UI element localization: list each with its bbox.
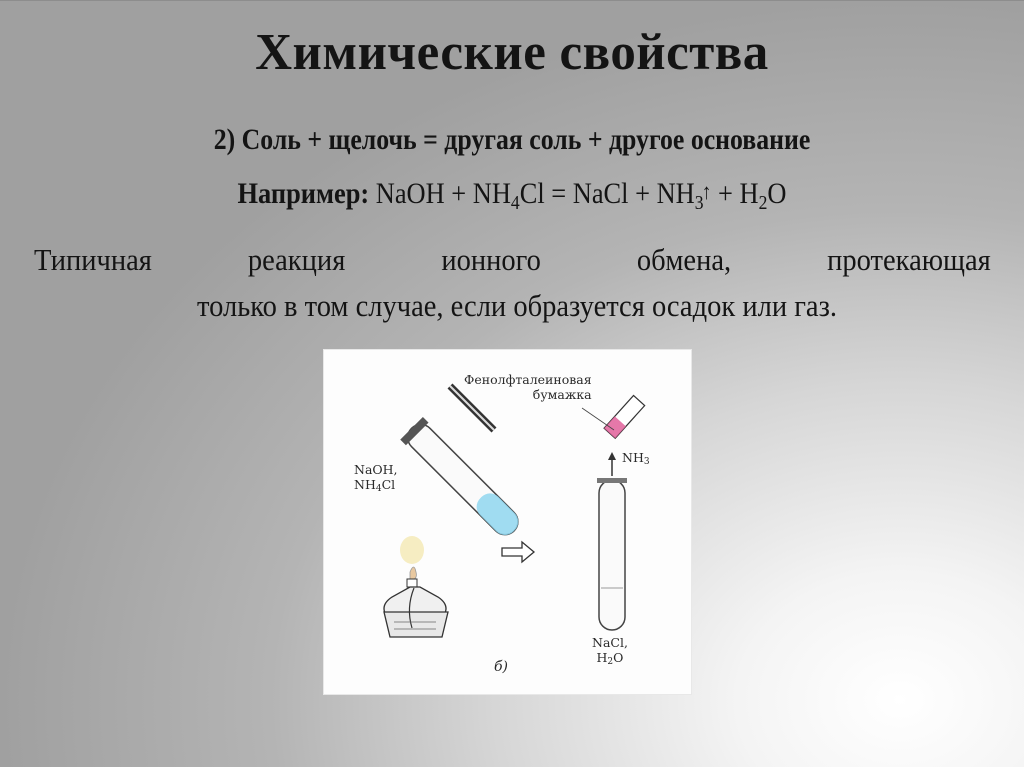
- label-line: Фенолфталеиновая: [464, 372, 592, 387]
- tilted-test-tube-icon: [400, 383, 519, 536]
- label-line: NaCl,: [592, 635, 628, 650]
- phenolphthalein-paper-icon: [603, 394, 646, 440]
- subscript: 3: [694, 192, 704, 214]
- description: Типичная реакция ионного обмена, протека…: [34, 237, 991, 329]
- word: реакция: [247, 242, 346, 277]
- word: ионного: [441, 242, 541, 277]
- word: Типичная: [34, 242, 152, 277]
- label-line: NaOH,: [354, 462, 398, 477]
- formula-part: NH: [656, 177, 695, 210]
- subscript: 4: [375, 484, 382, 494]
- formula-part: Cl: [381, 477, 396, 492]
- product-h2o: H2O: [739, 177, 787, 213]
- label-line: H2O: [592, 650, 628, 667]
- formula-part: H: [596, 650, 608, 665]
- description-line-1: Типичная реакция ионного обмена, протека…: [34, 237, 991, 283]
- product-nh3: NH3↑: [656, 177, 712, 213]
- plus-sign: +: [444, 177, 473, 210]
- word: протекающая: [827, 242, 991, 277]
- label-line: NH4Cl: [354, 477, 398, 494]
- subscript: 3: [643, 457, 650, 467]
- plus-sign: +: [628, 177, 657, 210]
- gas-arrow-icon: ↑: [701, 179, 712, 204]
- subscript: 4: [510, 192, 520, 214]
- formula-part: NH: [472, 177, 511, 210]
- example-prefix: Например:: [237, 177, 370, 210]
- formula-part: H: [739, 177, 759, 210]
- paper-label: Фенолфталеиновая бумажка: [464, 372, 592, 402]
- reactant-naoh: NaOH: [375, 177, 445, 210]
- slide-title: Химические свойства: [255, 24, 769, 81]
- paper-pointer-line: [581, 407, 615, 431]
- reactants-label: NaOH, NH4Cl: [354, 462, 398, 494]
- figure-caption: б): [494, 659, 509, 675]
- upright-test-tube-icon: [597, 478, 627, 631]
- formula-part: Cl: [519, 177, 545, 210]
- equals-sign: =: [544, 177, 573, 210]
- experiment-illustration: NaOH, NH4Cl Фенолфталеиновая бумажка NH3…: [323, 349, 692, 695]
- reaction-rule: 2) Соль + щелочь = другая соль + другое …: [213, 123, 811, 156]
- formula-part: O: [767, 177, 787, 210]
- flame-glow: [400, 536, 424, 564]
- formula-part: NH: [622, 450, 644, 465]
- process-arrow-icon: [501, 540, 536, 564]
- subscript: 2: [758, 192, 768, 214]
- product-nacl: NaCl: [572, 177, 629, 210]
- label-line: бумажка: [532, 387, 592, 402]
- plus-sign: +: [711, 177, 740, 210]
- example-equation: Например: NaOH + NH4Cl = NaCl + NH3↑ + H…: [61, 177, 962, 213]
- gas-up-arrow-icon: [608, 452, 616, 476]
- products-label: NaCl, H2O: [592, 635, 628, 667]
- experiment-drawing: [383, 383, 646, 638]
- subscript: 2: [607, 657, 614, 667]
- gas-label: NH3: [622, 450, 650, 467]
- word: обмена,: [636, 242, 732, 277]
- formula-part: O: [613, 650, 624, 665]
- description-line-2: только в том случае, если образуется оса…: [197, 288, 837, 323]
- spirit-lamp-icon: [383, 566, 449, 638]
- formula-part: NH: [354, 477, 376, 492]
- reactant-nh4cl: NH4Cl: [472, 177, 545, 213]
